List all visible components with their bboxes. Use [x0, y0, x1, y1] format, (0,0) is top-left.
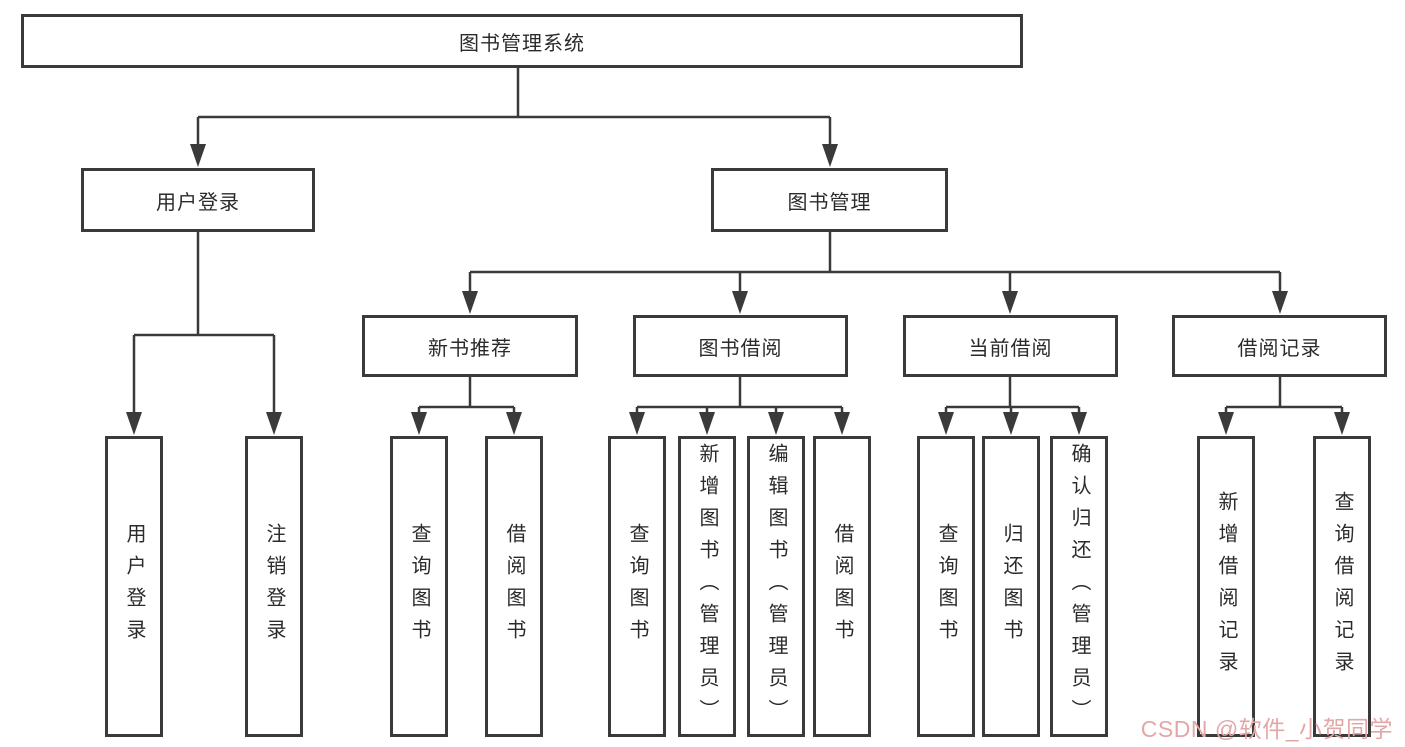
leaf-query-books-borrowing: 查询图书 [608, 436, 666, 737]
node-new-book-recommend: 新书推荐 [362, 315, 578, 377]
leaf-add-book-admin: 新增图书（管理员） [678, 436, 736, 737]
leaf-borrow-books-recommend: 借阅图书 [485, 436, 543, 737]
leaf-user-login: 用户登录 [105, 436, 163, 737]
node-current-borrowing: 当前借阅 [903, 315, 1118, 377]
leaf-query-books-recommend: 查询图书 [390, 436, 448, 737]
leaf-edit-book-admin: 编辑图书（管理员） [747, 436, 805, 737]
node-user-login: 用户登录 [81, 168, 315, 232]
node-book-management: 图书管理 [711, 168, 948, 232]
leaf-logout: 注销登录 [245, 436, 303, 737]
leaf-query-borrow-record: 查询借阅记录 [1313, 436, 1371, 737]
csdn-watermark: CSDN @软件_小贺同学 [1140, 716, 1393, 742]
leaf-add-borrow-record: 新增借阅记录 [1197, 436, 1255, 737]
leaf-return-book: 归还图书 [982, 436, 1040, 737]
node-book-borrowing: 图书借阅 [633, 315, 848, 377]
node-borrowing-records: 借阅记录 [1172, 315, 1387, 377]
leaf-query-books-current: 查询图书 [917, 436, 975, 737]
leaf-confirm-return-admin: 确认归还（管理员） [1050, 436, 1108, 737]
node-root-library-system: 图书管理系统 [21, 14, 1023, 68]
leaf-borrow-books: 借阅图书 [813, 436, 871, 737]
